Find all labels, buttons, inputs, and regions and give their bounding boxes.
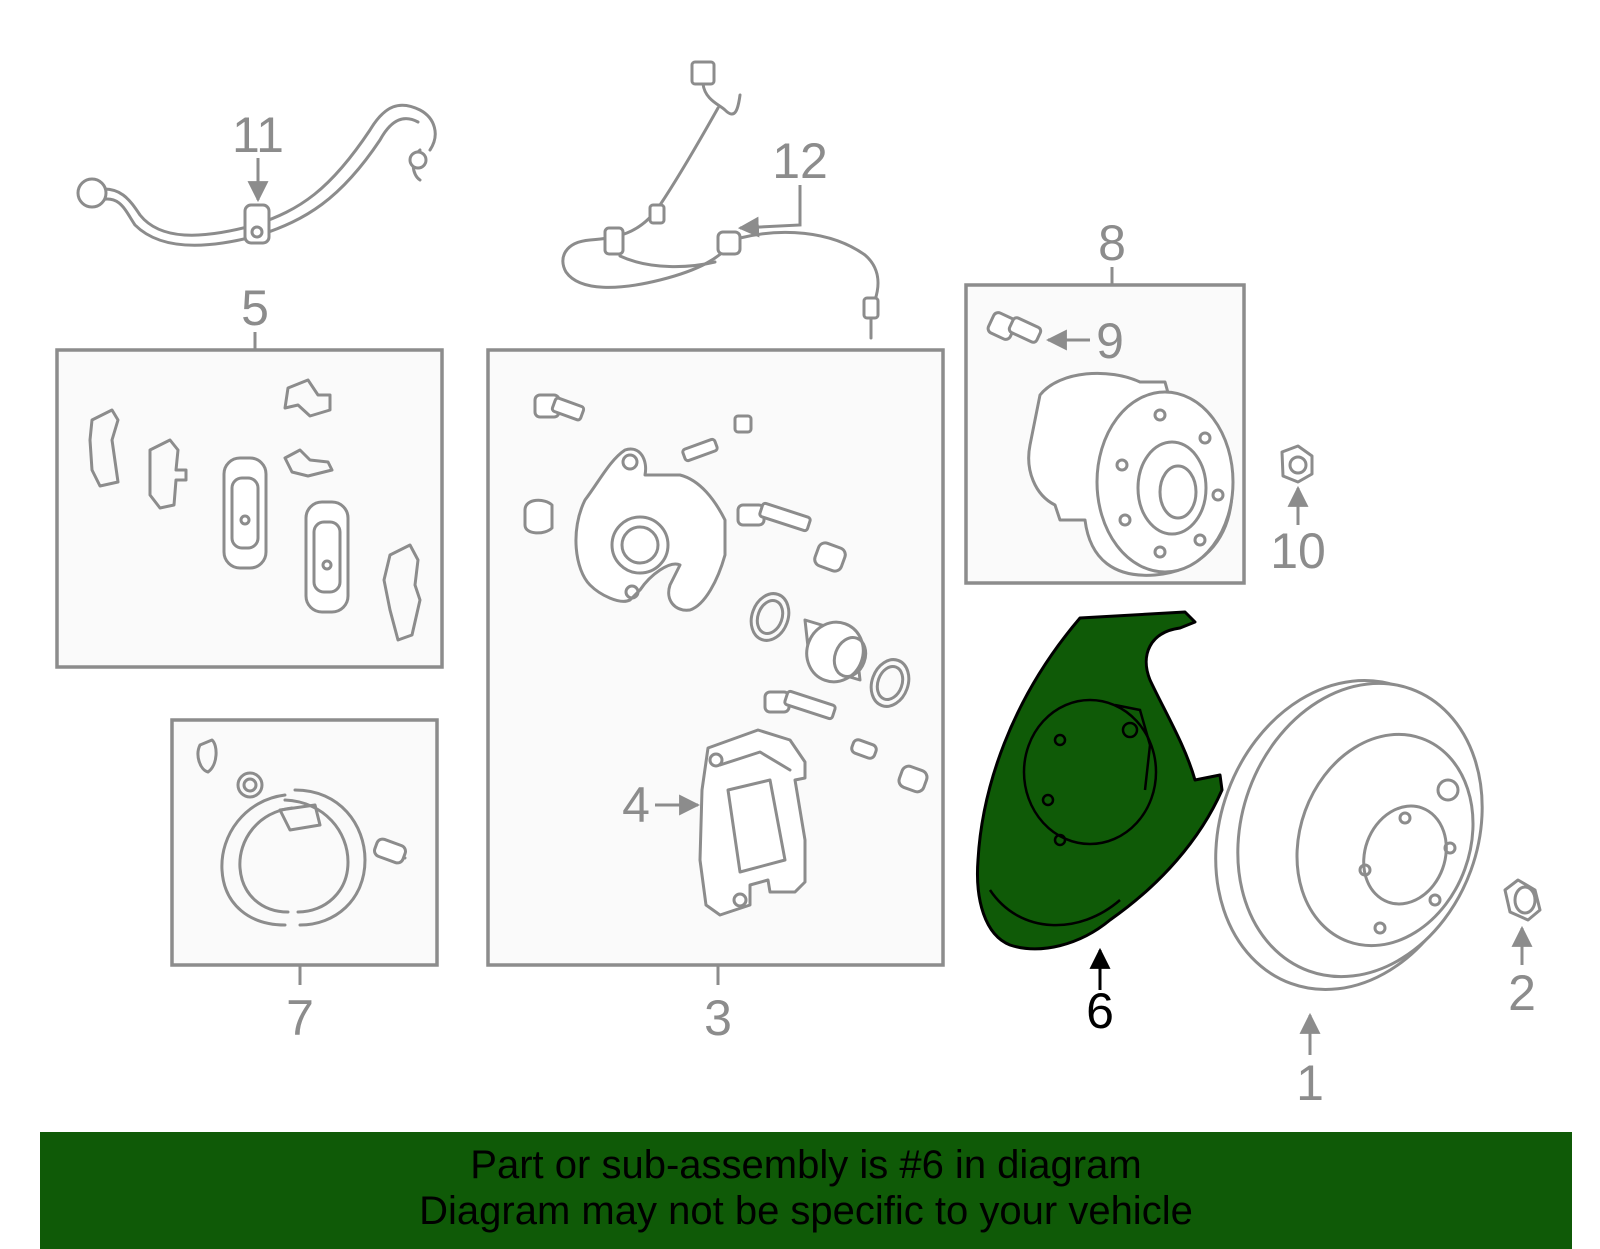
caliper-assembly-part-3: [523, 393, 929, 794]
callout-2: 2: [1508, 965, 1536, 1021]
callout-5: 5: [241, 280, 269, 336]
callout-7: 7: [286, 990, 314, 1046]
abs-sensor-part-12[interactable]: [561, 60, 880, 340]
wheel-nut-part-2[interactable]: [1503, 878, 1542, 922]
lug-nut-part-10[interactable]: [1280, 444, 1314, 484]
callout-6: 6: [1086, 983, 1114, 1039]
banner-line-2: Diagram may not be specific to your vehi…: [419, 1189, 1193, 1233]
callout-1: 1: [1296, 1055, 1324, 1111]
backing-plate-part-6[interactable]: [976, 610, 1224, 951]
banner-line-1: Part or sub-assembly is #6 in diagram: [470, 1143, 1142, 1187]
callout-8: 8: [1098, 215, 1126, 271]
wheel-hub-part-8: [986, 311, 1235, 577]
brake-rotor-part-1[interactable]: [1173, 644, 1522, 1026]
caliper-bracket-part-4[interactable]: [698, 728, 807, 917]
callout-4: 4: [622, 777, 650, 833]
parking-brake-shoe-part-7: [196, 738, 407, 927]
callout-3: 3: [704, 990, 732, 1046]
brake-pad-set-part-5: [88, 378, 422, 642]
callout-12: 12: [772, 133, 828, 189]
callout-10: 10: [1270, 523, 1326, 579]
brake-hose-part-11[interactable]: [76, 103, 437, 247]
parts-diagram: 11 12 5 7: [55, 60, 1542, 1111]
callout-9: 9: [1096, 313, 1124, 369]
callout-11: 11: [232, 107, 284, 163]
info-banner: Part or sub-assembly is #6 in diagram Di…: [40, 1132, 1572, 1249]
